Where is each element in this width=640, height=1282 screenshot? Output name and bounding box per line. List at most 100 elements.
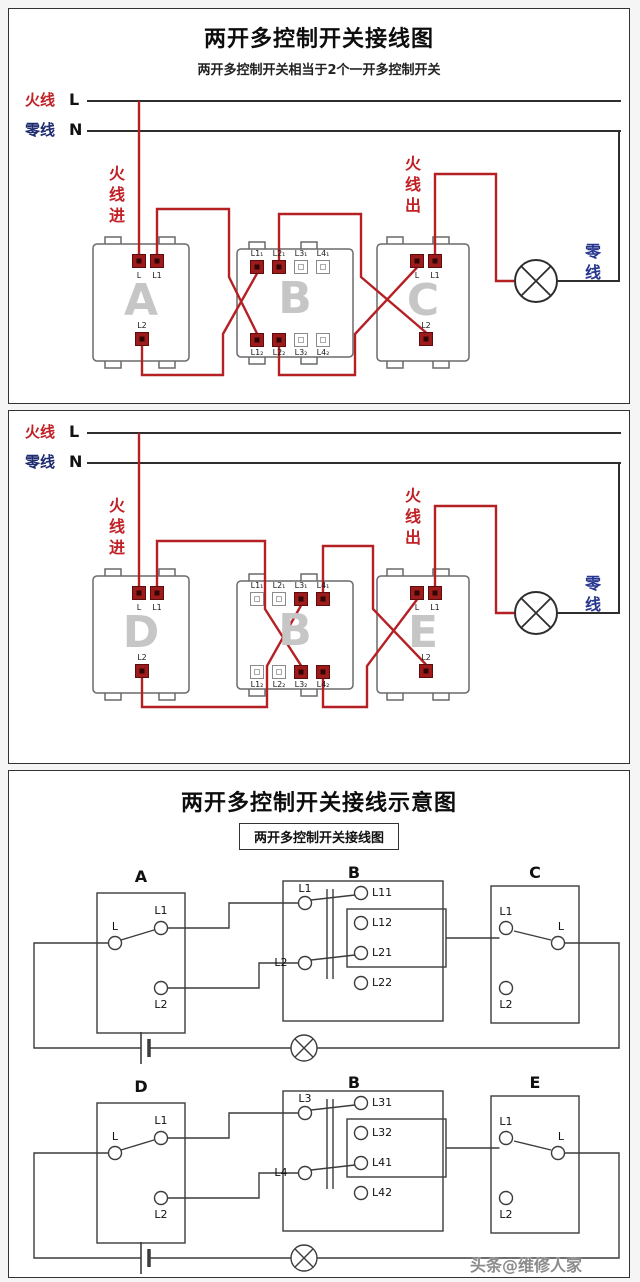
bus-lines [87, 432, 621, 464]
neutral-return-wire [557, 463, 620, 614]
terminal-label: L1 [154, 904, 168, 917]
neutral-wire-label: 零线 [25, 453, 56, 471]
terminal-label: L1 [499, 905, 513, 918]
terminal-label: L2 [499, 1208, 513, 1221]
terminal-label: L2 [137, 653, 147, 662]
terminal-label: L [111, 1130, 119, 1143]
terminal-label: L1₂ [250, 348, 264, 357]
terminal-label: L2 [154, 1208, 168, 1221]
terminal-label: L [111, 920, 119, 933]
switch-name-e: E [407, 607, 439, 658]
neutral-wire-label: 零线 [25, 121, 56, 139]
schematic-switch-name-b: B [347, 863, 361, 882]
terminal-label: L2₂ [272, 680, 286, 689]
live-wires [137, 101, 515, 377]
terminal-label: L1 [152, 271, 162, 280]
terminal-label: L2₂ [272, 348, 286, 357]
terminal-label: L4₁ [316, 581, 330, 590]
terminals-unused [294, 260, 330, 347]
schematic-switch-name-a: A [134, 867, 148, 886]
terminal-label: L2 [499, 998, 513, 1011]
terminal-circles [107, 885, 566, 996]
live-out-label: 火线出 [402, 155, 421, 218]
live-wire-letter: L [69, 422, 80, 441]
terminal-label: L [557, 1130, 565, 1143]
panel1-title: 两开多控制开关接线图 [203, 27, 434, 52]
lamp-icon [514, 259, 558, 303]
terminal-label: L1 [430, 603, 440, 612]
terminal-label: L1₁ [250, 249, 264, 258]
neutral-wire-letter: N [69, 120, 83, 139]
terminal-label: L2 [274, 956, 288, 969]
terminal-label: L4₂ [316, 680, 330, 689]
schematic-1 [33, 880, 620, 1064]
panel1-subtitle: 两开多控制开关相当于2个一开多控制开关 [197, 63, 441, 78]
terminal-holes [136, 590, 438, 675]
switch-frames [92, 236, 470, 369]
schematic-switch-name-c: C [529, 863, 541, 882]
terminal-label: L3₁ [294, 249, 308, 258]
terminal-label: L1₂ [250, 680, 264, 689]
terminal-label: L2 [421, 653, 431, 662]
lamp-icon [290, 1244, 318, 1272]
terminal-label: L31 [372, 1096, 393, 1109]
watermark: 头条@维修人家 [470, 1256, 583, 1275]
schematic-switch-name-e: E [529, 1073, 541, 1092]
terminal-label: L4 [274, 1166, 288, 1179]
terminal-label: L42 [372, 1186, 393, 1199]
live-wires [137, 433, 515, 709]
live-out-label: 火线出 [402, 487, 421, 550]
terminal-label: L2 [137, 321, 147, 330]
wiring-svg-abc [87, 100, 621, 377]
schematic-switch-name-b: B [347, 1073, 361, 1092]
terminal-label: L1 [298, 882, 312, 895]
terminal-label: L3₂ [294, 348, 308, 357]
terminals-unused [250, 592, 286, 679]
switch-frames [92, 568, 470, 701]
schematic-svg [33, 880, 620, 1274]
neutral-wire-letter: N [69, 452, 83, 471]
lamp-icon [514, 591, 558, 635]
live-in-label: 火线进 [106, 497, 125, 560]
lamp-icon [290, 1034, 318, 1062]
switch-name-d: D [122, 607, 160, 658]
terminal-label: L3₁ [294, 581, 308, 590]
panel-schematic: 两开多控制开关接线示意图 两开多控制开关接线图 A B C L L1 L2 L1… [8, 770, 630, 1278]
terminal-label: L2₁ [272, 249, 286, 258]
terminal-label: L [414, 603, 420, 612]
switch-name-b: B [278, 273, 312, 324]
live-in-label: 火线进 [106, 165, 125, 228]
terminal-label: L1 [499, 1115, 513, 1128]
schematic-2 [33, 1090, 620, 1274]
switch-name-c: C [406, 275, 440, 326]
wiring-svg-dbe [87, 432, 621, 709]
terminal-label: L22 [372, 976, 393, 989]
terminal-label: L12 [372, 916, 393, 929]
terminal-label: L1 [152, 603, 162, 612]
terminal-label: L3₂ [294, 680, 308, 689]
terminal-label: L2 [154, 998, 168, 1011]
terminal-label: L11 [372, 886, 393, 899]
terminal-label: L [136, 603, 142, 612]
terminal-label: L4₂ [316, 348, 330, 357]
panel3-subtitle-box: 两开多控制开关接线图 [238, 823, 400, 850]
panel-wiring-diagram-dbe: 火线 L 零线 N 火线进 火线出 零线 D B E L L1 L2 L1₁ L… [8, 410, 630, 764]
panel3-title: 两开多控制开关接线示意图 [180, 791, 457, 816]
terminal-holes [136, 258, 438, 343]
terminal-label: L2 [421, 321, 431, 330]
terminal-label: L [557, 920, 565, 933]
terminal-label: L2₁ [272, 581, 286, 590]
neutral-vertical-label: 零线 [582, 575, 601, 617]
terminal-label: L1 [430, 271, 440, 280]
terminal-label: L41 [372, 1156, 393, 1169]
terminal-circles [107, 1095, 566, 1206]
panel-wiring-diagram-abc: 两开多控制开关接线图 两开多控制开关相当于2个一开多控制开关 火线 L 零线 N… [8, 8, 630, 404]
live-wire-label: 火线 [25, 423, 56, 441]
terminal-label: L21 [372, 946, 393, 959]
terminal-label: L1 [154, 1114, 168, 1127]
bus-lines [87, 100, 621, 132]
terminal-label: L [136, 271, 142, 280]
terminal-label: L [414, 271, 420, 280]
switch-name-b: B [278, 605, 312, 656]
